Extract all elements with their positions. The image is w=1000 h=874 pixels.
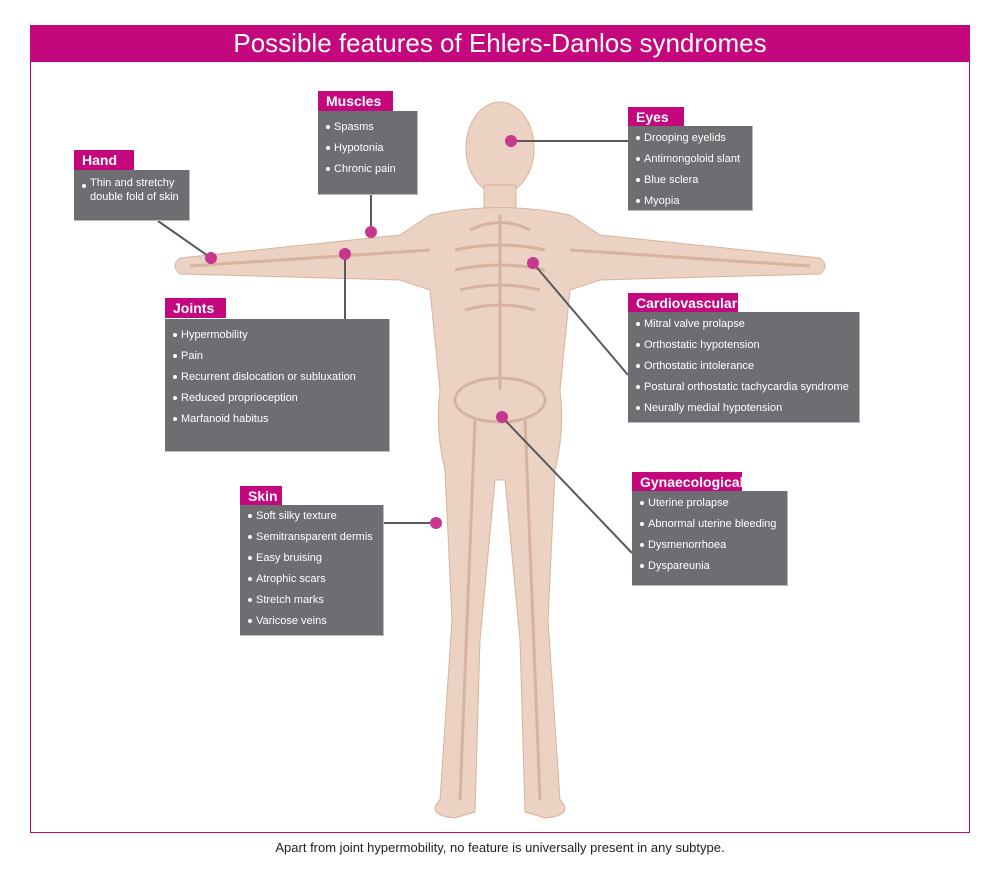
list-item: Neurally medial hypotension: [636, 398, 851, 419]
skin-dot: [430, 517, 442, 529]
list-item: Easy bruising: [248, 548, 375, 569]
muscles-dot: [365, 226, 377, 238]
skin-panel: Soft silky texture Semitransparent dermi…: [240, 505, 384, 636]
list-item: Pain: [173, 346, 381, 367]
cardio-dot: [527, 257, 539, 269]
gynaecological-label: Gynaecological: [632, 472, 743, 492]
skeleton-hint: [189, 215, 811, 801]
skin-label: Skin: [240, 486, 282, 506]
list-item: Uterine prolapse: [640, 493, 779, 514]
list-item: Antimongoloid slant: [636, 149, 744, 170]
list-item: Orthostatic hypotension: [636, 335, 851, 356]
joints-label: Joints: [165, 298, 226, 318]
list-item: Atrophic scars: [248, 569, 375, 590]
list-item: Abnormal uterine bleeding: [640, 514, 779, 535]
list-item: Hypermobility: [173, 325, 381, 346]
list-item: Varicose veins: [248, 611, 375, 632]
cardiovascular-panel: Mitral valve prolapse Orthostatic hypote…: [628, 312, 860, 423]
feature-dots: [205, 135, 539, 529]
hand-dot: [205, 252, 217, 264]
list-item: Postural orthostatic tachycardia syndrom…: [636, 377, 851, 398]
list-item: Recurrent dislocation or subluxation: [173, 367, 381, 388]
list-item: Myopia: [636, 191, 744, 212]
list-item: Thin and stretchy double fold of skin: [82, 176, 181, 204]
muscles-label: Muscles: [318, 91, 393, 111]
list-item: Blue sclera: [636, 170, 744, 191]
eyes-panel: Drooping eyelids Antimongoloid slant Blu…: [628, 126, 753, 211]
list-item: Dyspareunia: [640, 556, 779, 577]
list-item: Mitral valve prolapse: [636, 314, 851, 335]
list-item: Spasms: [326, 117, 409, 138]
list-item: Stretch marks: [248, 590, 375, 611]
list-item: Semitransparent dermis: [248, 527, 375, 548]
eyes-label: Eyes: [628, 107, 684, 127]
list-item: Soft silky texture: [248, 506, 375, 527]
list-item: Chronic pain: [326, 159, 409, 180]
page-title: Possible features of Ehlers-Danlos syndr…: [30, 25, 970, 62]
hand-panel: Thin and stretchy double fold of skin: [74, 170, 190, 221]
muscles-panel: Spasms Hypotonia Chronic pain: [318, 111, 418, 195]
list-item: Orthostatic intolerance: [636, 356, 851, 377]
list-item: Reduced proprioception: [173, 388, 381, 409]
list-item: Hypotonia: [326, 138, 409, 159]
hand-label: Hand: [74, 150, 134, 170]
list-item: Drooping eyelids: [636, 128, 744, 149]
gynaecological-panel: Uterine prolapse Abnormal uterine bleedi…: [632, 491, 788, 586]
gyn-dot: [496, 411, 508, 423]
list-item: Marfanoid habitus: [173, 409, 381, 430]
footer-note: Apart from joint hypermobility, no featu…: [275, 840, 725, 855]
cardiovascular-label: Cardiovascular: [628, 293, 738, 313]
connector-lines: [157, 140, 633, 554]
joints-dot: [339, 248, 351, 260]
eyes-dot: [505, 135, 517, 147]
joints-panel: Hypermobility Pain Recurrent dislocation…: [165, 319, 390, 452]
list-item: Dysmenorrhoea: [640, 535, 779, 556]
